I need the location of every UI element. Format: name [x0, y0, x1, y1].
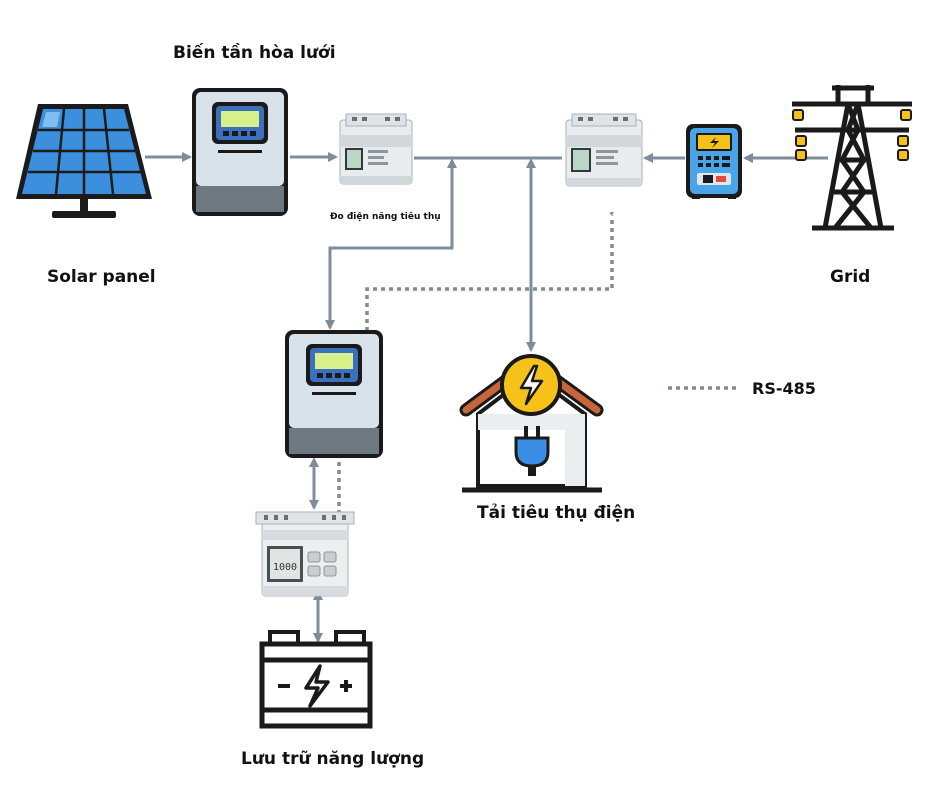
- battery-icon: [259, 630, 373, 729]
- zero-export-meter-icon: [565, 113, 643, 187]
- load-label: Tải tiêu thụ điện: [477, 503, 635, 523]
- smart-meter-icon: [686, 124, 742, 199]
- solar-panel-label: Solar panel: [47, 267, 156, 287]
- inverter-label: Biến tần hòa lưới: [173, 42, 336, 63]
- battery-meter-reading: 1000: [273, 562, 297, 573]
- battery-meter-icon: 1000: [255, 511, 355, 597]
- storage-label: Lưu trữ năng lượng: [241, 749, 424, 769]
- solar-panel-icon: [16, 104, 152, 218]
- zero-export-meter-label: Zero export meter: [534, 212, 628, 222]
- inverter-icon: [192, 88, 288, 216]
- grid-label: Grid: [830, 267, 870, 287]
- rs485-zem-to-inverter: [365, 212, 614, 330]
- tower-insulators: [792, 109, 912, 161]
- transmission-tower-icon: [792, 85, 912, 231]
- din-rail-meter-icon: [339, 113, 413, 185]
- hybrid-inverter-icon: [285, 330, 383, 458]
- house-load-icon: [459, 354, 604, 493]
- line-bus-to-hybrid-inverter: [325, 158, 457, 330]
- rs485-lines: [337, 212, 737, 513]
- rs485-legend-label: RS-485: [752, 379, 816, 398]
- consumption-meter-label: Đo điện năng tiêu thụ: [330, 211, 441, 222]
- power-lines: [145, 152, 828, 643]
